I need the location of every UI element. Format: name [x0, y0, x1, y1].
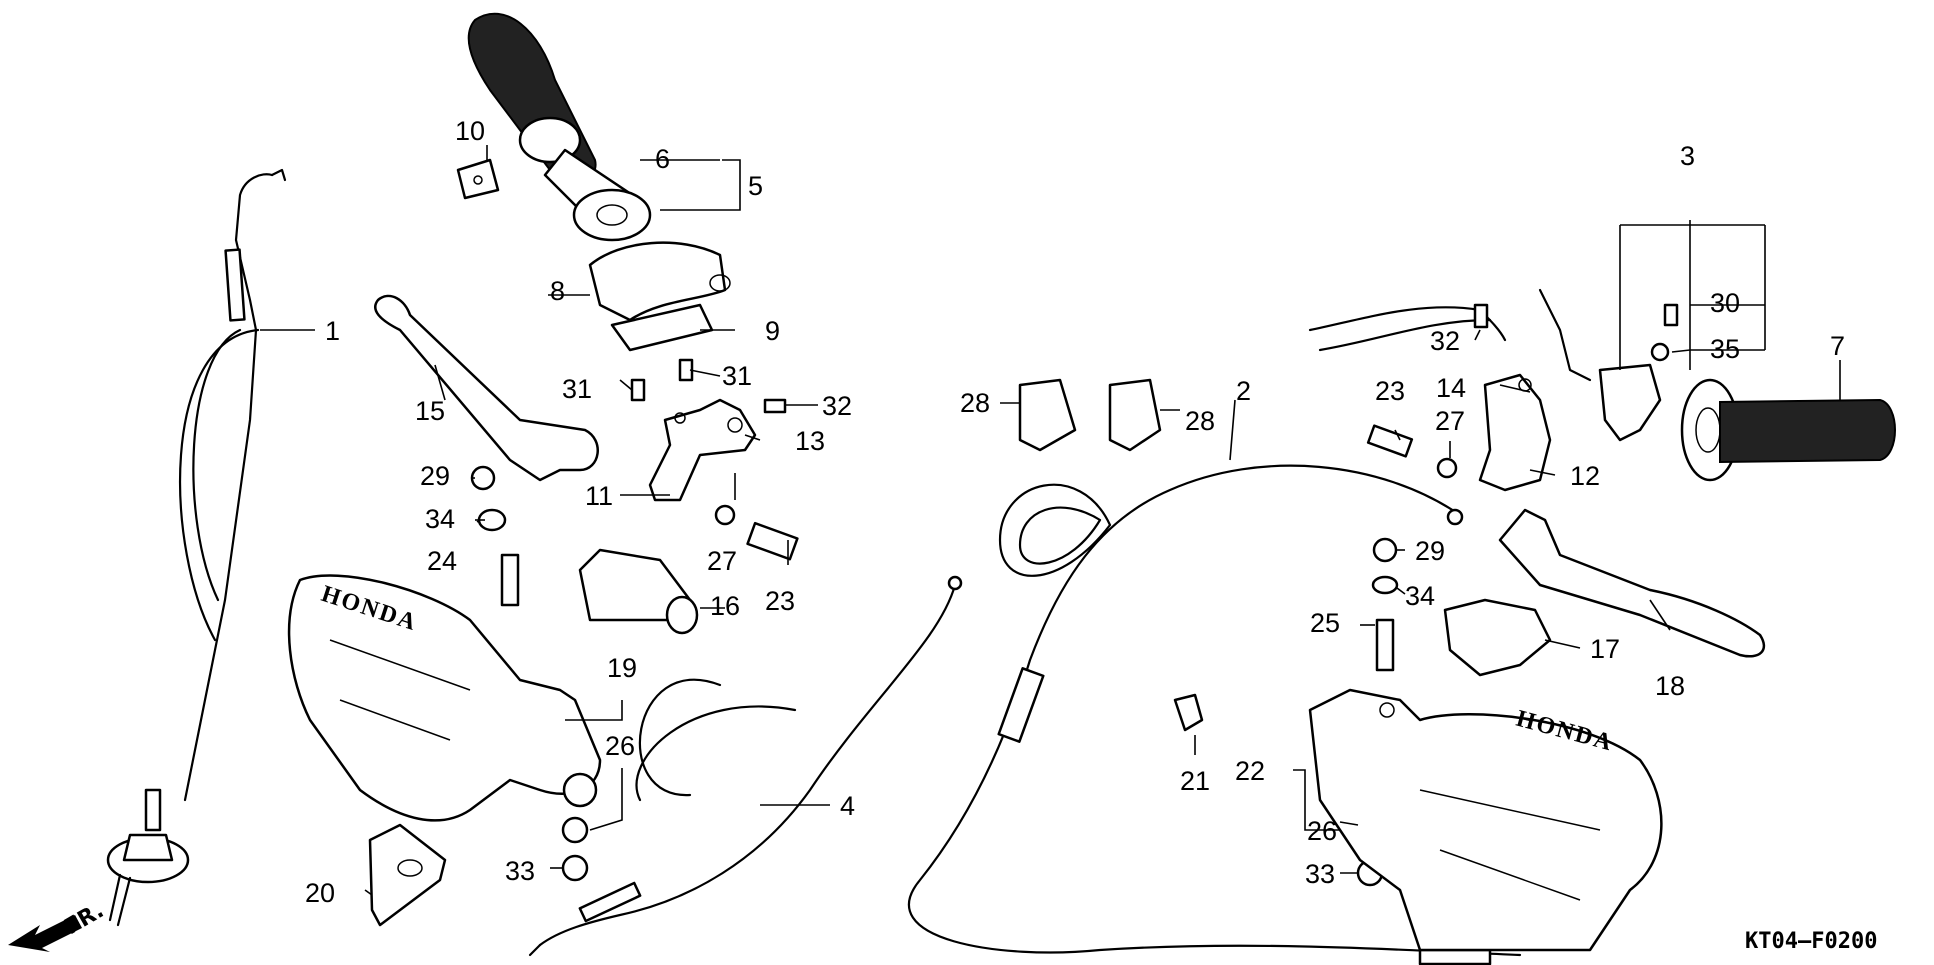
callout-27-right: 27	[1435, 406, 1465, 436]
callout-27-left: 27	[707, 546, 737, 576]
callout-5: 5	[748, 171, 763, 201]
callout-15: 15	[415, 396, 445, 426]
callout-26-right: 26	[1307, 816, 1337, 846]
left-grip	[467, 12, 652, 242]
throttle-housing	[588, 241, 731, 352]
callout-11: 11	[585, 481, 613, 511]
callout-9: 9	[765, 316, 780, 346]
left-handguard: HONDA	[287, 574, 602, 822]
callout-13: 13	[795, 426, 825, 456]
callout-4: 4	[840, 791, 855, 821]
callout-33-right: 33	[1305, 859, 1335, 889]
leader-lines	[260, 145, 1841, 896]
callout-35: 35	[1710, 334, 1740, 364]
callout-20: 20	[305, 878, 335, 908]
callout-33-left: 33	[505, 856, 535, 886]
callout-16: 16	[710, 591, 740, 621]
callout-22: 22	[1235, 756, 1265, 786]
callout-28-left: 28	[960, 388, 990, 418]
callout-21: 21	[1180, 766, 1210, 796]
throttle-cable	[106, 168, 287, 927]
switch-16	[578, 548, 699, 635]
left-lever	[374, 294, 599, 482]
front-direction-indicator: FR.	[8, 898, 108, 952]
callout-10: 10	[455, 116, 485, 146]
callout-7: 7	[1830, 331, 1845, 361]
callout-32-left: 32	[822, 391, 852, 421]
fasteners	[470, 303, 1679, 887]
callout-31-left: 31	[562, 374, 592, 404]
right-lever	[1498, 508, 1766, 658]
callout-2: 2	[1236, 376, 1251, 406]
callout-30: 30	[1710, 288, 1740, 318]
diagram-code: KT04–F0200	[1745, 929, 1877, 954]
cable-bands	[1018, 378, 1162, 452]
callout-14: 14	[1436, 373, 1466, 403]
callout-34-right: 34	[1405, 581, 1435, 611]
switch-assembly-3	[1308, 288, 1662, 442]
boot-17	[1443, 598, 1552, 677]
callout-8: 8	[550, 276, 565, 306]
callout-29-left: 29	[420, 461, 450, 491]
callout-17: 17	[1590, 634, 1620, 664]
callout-32-right: 32	[1430, 326, 1460, 356]
callout-23-right: 23	[1375, 376, 1405, 406]
callout-24: 24	[427, 546, 457, 576]
callouts: 1 2 3 4 5 6 7 8 9 10 11 12 13 14 15 16 1…	[305, 116, 1845, 908]
callout-34-left: 34	[425, 504, 455, 534]
right-holder	[1478, 373, 1552, 492]
callout-25: 25	[1310, 608, 1340, 638]
guard-plate-20	[368, 823, 447, 927]
callout-12: 12	[1570, 461, 1600, 491]
cable-4	[528, 575, 963, 957]
callout-28-right: 28	[1185, 406, 1215, 436]
callout-18: 18	[1655, 671, 1685, 701]
callout-23-left: 23	[765, 586, 795, 616]
right-handguard: HONDA	[1308, 688, 1663, 952]
callout-31-right: 31	[722, 361, 752, 391]
front-arrow-icon	[8, 915, 82, 952]
callout-6: 6	[655, 144, 670, 174]
callout-29-right: 29	[1415, 536, 1445, 566]
callout-3: 3	[1680, 141, 1695, 171]
right-grip	[1680, 378, 1896, 482]
callout-1: 1	[325, 316, 340, 346]
bracket-10	[456, 158, 500, 200]
lever-holder	[648, 398, 757, 502]
callout-26-left: 26	[605, 731, 635, 761]
callout-19: 19	[607, 653, 637, 683]
